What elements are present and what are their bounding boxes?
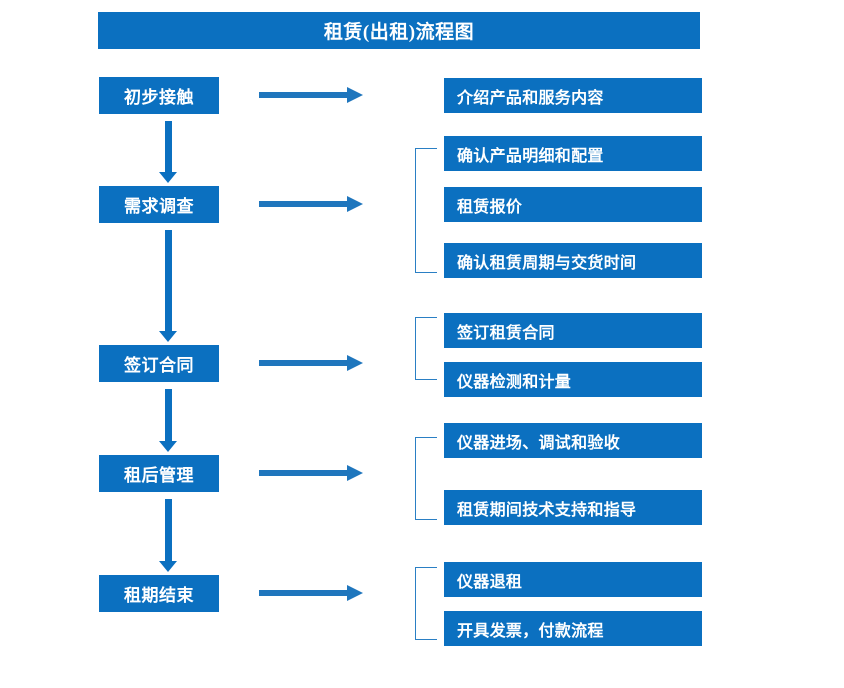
stage-label-4: 租后管理 — [124, 466, 194, 485]
detail-label-10: 开具发票，付款流程 — [457, 622, 604, 640]
stage-box-5[interactable]: 租期结束 — [99, 575, 219, 612]
down-arrow-icon-2 — [159, 230, 177, 342]
detail-label-3: 租赁报价 — [457, 198, 523, 216]
detail-label-2: 确认产品明细和配置 — [457, 147, 604, 165]
detail-box-2[interactable]: 确认产品明细和配置 — [444, 136, 702, 171]
down-arrow-icon-4 — [159, 499, 177, 572]
stage-label-1: 初步接触 — [124, 88, 194, 107]
detail-box-6[interactable]: 仪器检测和计量 — [444, 362, 702, 397]
group-bracket-lease-end — [415, 567, 437, 640]
group-bracket-needs — [415, 148, 437, 273]
detail-box-5[interactable]: 签订租赁合同 — [444, 313, 702, 348]
diagram-title-banner: 租赁(出租)流程图 — [98, 12, 700, 49]
detail-label-4: 确认租赁周期与交货时间 — [457, 254, 637, 272]
right-arrow-icon-3 — [259, 355, 364, 371]
down-arrow-icon-1 — [159, 121, 177, 183]
detail-box-9[interactable]: 仪器退租 — [444, 562, 702, 597]
detail-box-3[interactable]: 租赁报价 — [444, 187, 702, 222]
detail-label-8: 租赁期间技术支持和指导 — [457, 501, 637, 519]
right-arrow-icon-5 — [259, 585, 364, 601]
detail-label-6: 仪器检测和计量 — [457, 373, 572, 391]
stage-label-2: 需求调查 — [124, 197, 194, 216]
stage-label-5: 租期结束 — [124, 586, 194, 605]
group-bracket-contract — [415, 317, 437, 380]
stage-label-3: 签订合同 — [124, 356, 194, 375]
stage-box-4[interactable]: 租后管理 — [99, 455, 219, 492]
detail-label-9: 仪器退租 — [457, 573, 523, 591]
detail-box-4[interactable]: 确认租赁周期与交货时间 — [444, 243, 702, 278]
stage-box-1[interactable]: 初步接触 — [99, 77, 219, 114]
detail-label-7: 仪器进场、调试和验收 — [457, 434, 621, 452]
detail-box-10[interactable]: 开具发票，付款流程 — [444, 611, 702, 646]
detail-label-1: 介绍产品和服务内容 — [457, 89, 604, 107]
down-arrow-icon-3 — [159, 389, 177, 452]
detail-box-1[interactable]: 介绍产品和服务内容 — [444, 78, 702, 113]
right-arrow-icon-4 — [259, 465, 364, 481]
right-arrow-icon-1 — [259, 87, 364, 103]
detail-label-5: 签订租赁合同 — [457, 324, 555, 342]
detail-box-8[interactable]: 租赁期间技术支持和指导 — [444, 490, 702, 525]
detail-box-7[interactable]: 仪器进场、调试和验收 — [444, 423, 702, 458]
stage-box-3[interactable]: 签订合同 — [99, 345, 219, 382]
group-bracket-post-rental — [415, 437, 437, 520]
right-arrow-icon-2 — [259, 196, 364, 212]
diagram-title-text: 租赁(出租)流程图 — [323, 22, 475, 43]
stage-box-2[interactable]: 需求调查 — [99, 186, 219, 223]
